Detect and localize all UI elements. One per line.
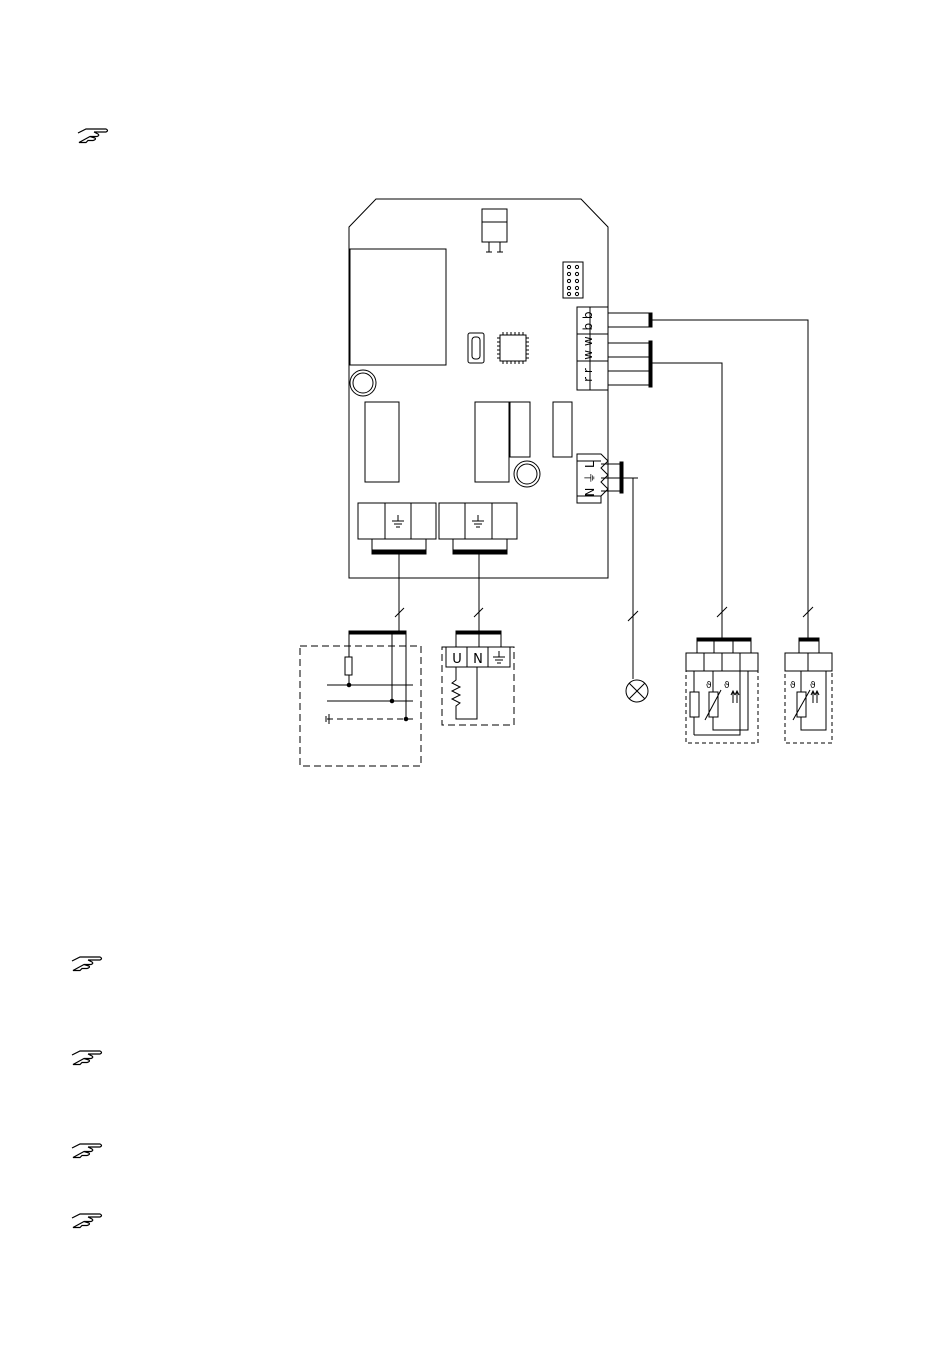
earth-icon [472,515,484,527]
crystal [468,333,484,363]
wire-lamp [633,478,638,679]
pin-header [563,262,583,298]
voltage-regulator [482,209,507,252]
relay-middle [475,402,509,482]
earth-icon [392,515,404,527]
plug-wr [608,341,652,387]
relay-left [365,402,399,482]
earth-icon [493,651,505,663]
power-plug [601,462,638,493]
terminal-b-label: b b [581,311,595,330]
ic-small [510,402,530,457]
ic-right [553,402,572,457]
svg-text:ϑ: ϑ [724,681,730,691]
capacitor-right [514,461,540,487]
sensor-unit-double: ϑ ϑ [686,638,758,743]
power-terminal-label: N ⏚ L [583,461,597,497]
terminal-block-left [358,503,436,554]
motor-unit [442,631,514,725]
sensor-unit-single: ϑ ϑ [785,638,832,743]
cable-slash-marks [395,607,813,621]
wire-b [652,320,808,639]
terminal-block-right [439,503,517,554]
svg-text:ϑ: ϑ [810,681,816,691]
transformer [350,249,446,365]
plug-b-tab [649,313,652,327]
wire-wr [652,363,722,639]
lamp-icon [626,680,648,702]
mains-supply [300,631,421,766]
terminal-w-label: w w [581,336,595,360]
plug-b [608,313,649,327]
microcontroller-chip [497,332,529,364]
svg-text:ϑ: ϑ [790,681,796,691]
capacitor-left [350,370,376,396]
motor-terminal-u: U [452,652,462,667]
motor-terminal-n: N [473,652,483,667]
svg-text:ϑ: ϑ [706,681,712,691]
terminal-r-label: r r [581,368,595,382]
